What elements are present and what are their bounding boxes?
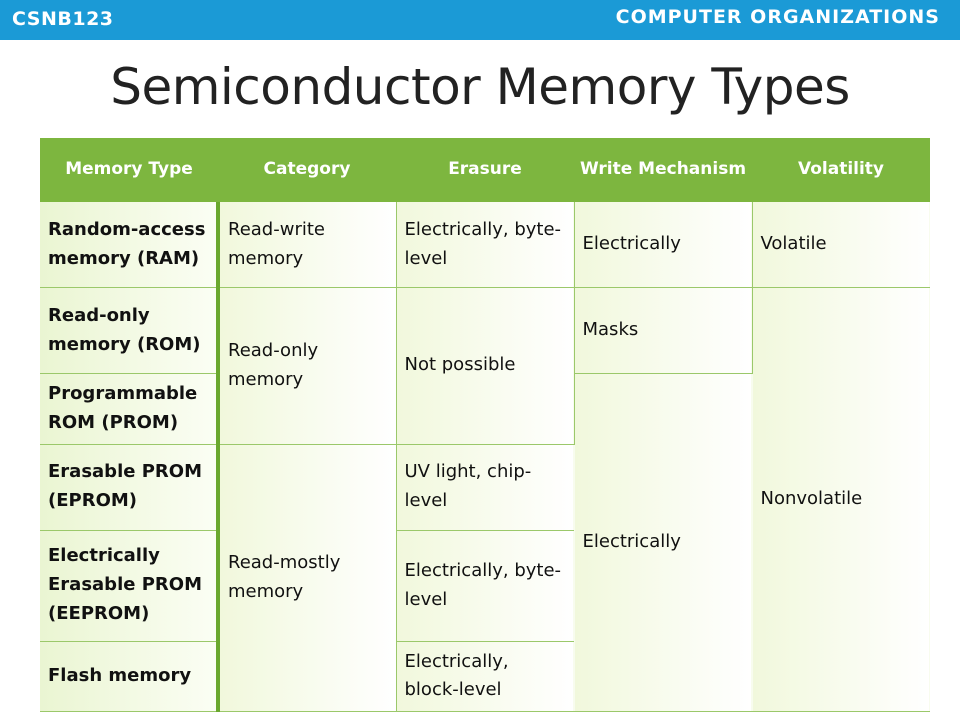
cell-category: Read-write memory: [218, 202, 397, 288]
table-row: Flash memory Electrically, block-level: [40, 641, 930, 713]
cell-category: Read-only memory: [218, 287, 397, 445]
header-memory-type: Memory Type: [40, 138, 218, 202]
cell-write-mechanism: Electrically: [574, 373, 752, 713]
cell-volatility: Volatile: [752, 202, 930, 288]
course-code: CSNB123: [12, 8, 114, 30]
cell-memory-type: Read-only memory (ROM): [40, 287, 220, 374]
cell-write-mechanism: Masks: [574, 287, 753, 374]
cell-memory-type: Flash memory: [40, 641, 220, 713]
cell-erasure: Electrically, byte-level: [396, 530, 574, 642]
cell-memory-type: Programmable ROM (PROM): [40, 373, 220, 445]
cell-erasure: Electrically, byte-level: [396, 202, 575, 288]
table-row: Programmable ROM (PROM) Electrically: [40, 373, 930, 713]
table-row: Read-only memory (ROM) Read-only memory …: [40, 287, 930, 713]
header-volatility: Volatility: [752, 138, 930, 202]
cell-category: Read-mostly memory: [218, 444, 397, 713]
table-header-row: Memory Type Category Erasure Write Mecha…: [40, 138, 930, 202]
cell-erasure: UV light, chip-level: [396, 444, 574, 531]
cell-write-mechanism: Electrically: [574, 202, 753, 288]
cell-memory-type: Electrically Erasable PROM (EEPROM): [40, 530, 220, 642]
header-bar: CSNB123 COMPUTER ORGANIZATIONS: [0, 0, 960, 40]
subject-title: COMPUTER ORGANIZATIONS: [615, 6, 940, 28]
cell-memory-type: Erasable PROM (EPROM): [40, 444, 220, 531]
cell-erasure: Not possible: [396, 287, 575, 445]
cell-erasure: Electrically, block-level: [396, 641, 574, 713]
table-row: Erasable PROM (EPROM) Read-mostly memory…: [40, 444, 930, 713]
slide-title: Semiconductor Memory Types: [110, 58, 850, 116]
cell-volatility: Nonvolatile: [752, 287, 930, 713]
table-row: Random-access memory (RAM) Read-write me…: [40, 202, 930, 288]
header-category: Category: [218, 138, 396, 202]
header-write-mechanism: Write Mechanism: [574, 138, 752, 202]
table-row: Electrically Erasable PROM (EEPROM) Elec…: [40, 530, 930, 642]
header-erasure: Erasure: [396, 138, 574, 202]
cell-memory-type: Random-access memory (RAM): [40, 202, 220, 288]
memory-types-table: Memory Type Category Erasure Write Mecha…: [40, 138, 930, 713]
